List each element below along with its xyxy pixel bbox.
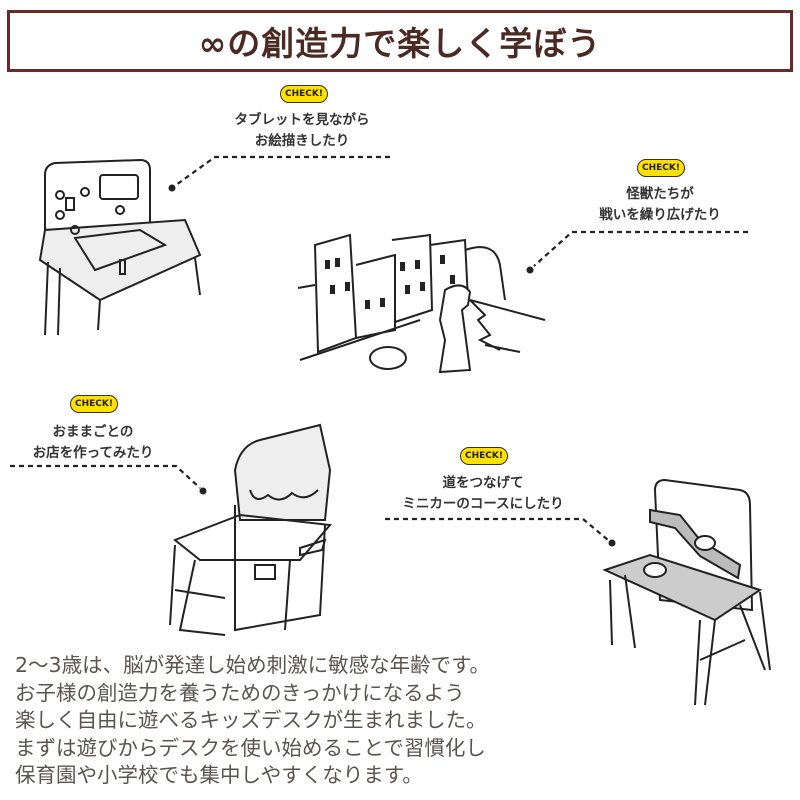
body-line: お子様の創造力を養うためのきっかけになるよう: [15, 680, 465, 705]
title-banner: ∞の創造力で楽しく学ぼう: [7, 10, 793, 72]
page-title: ∞の創造力で楽しく学ぼう: [198, 24, 602, 63]
check-badge: CHECK!: [280, 85, 328, 103]
caption-line: 怪獣たちが: [626, 186, 694, 202]
car-track-desk-illustration: [602, 478, 771, 706]
caption-line: お絵描きしたり: [254, 133, 350, 149]
connector-dots: [168, 184, 616, 547]
caption-line: 戦いを繰り広げたり: [599, 207, 721, 223]
caption-line: おままごとの: [52, 424, 134, 440]
connector-lines: [10, 155, 748, 541]
caption-line: タブレットを見ながら: [234, 112, 370, 128]
body-line: 楽しく自由に遊べるキッズデスクが生まれました。: [15, 708, 487, 732]
caption-drawing: タブレットを見ながら お絵描きしたり: [235, 110, 370, 152]
desk-drawing-illustration: [38, 158, 202, 336]
caption-line: お店を作ってみたり: [32, 445, 154, 461]
caption-shop: おままごとの お店を作ってみたり: [33, 422, 154, 464]
shop-desk-illustration: [169, 423, 332, 636]
kaiju-city-illustration: [297, 233, 546, 374]
body-line: まずは遊びからデスクを使い始めることで習慣化し: [15, 735, 486, 760]
caption-line: ミニカーのコースにしたり: [402, 496, 564, 512]
body-line: 2〜3歳は、脳が発達し始め刺激に敏感な年齢です。: [15, 653, 491, 677]
description-paragraph: 2〜3歳は、脳が発達し始め刺激に敏感な年齢です。 お子様の創造力を養うためのきっ…: [15, 652, 490, 790]
caption-line: 道をつなげて: [442, 475, 524, 491]
check-badge: CHECK!: [637, 159, 685, 177]
check-badge: CHECK!: [460, 447, 508, 465]
body-line: 保育園や小学校でも集中しやすくなります。: [15, 763, 423, 787]
check-badge: CHECK!: [70, 395, 118, 413]
caption-kaiju: 怪獣たちが 戦いを繰り広げたり: [599, 184, 721, 226]
caption-track: 道をつなげて ミニカーのコースにしたり: [402, 473, 563, 515]
